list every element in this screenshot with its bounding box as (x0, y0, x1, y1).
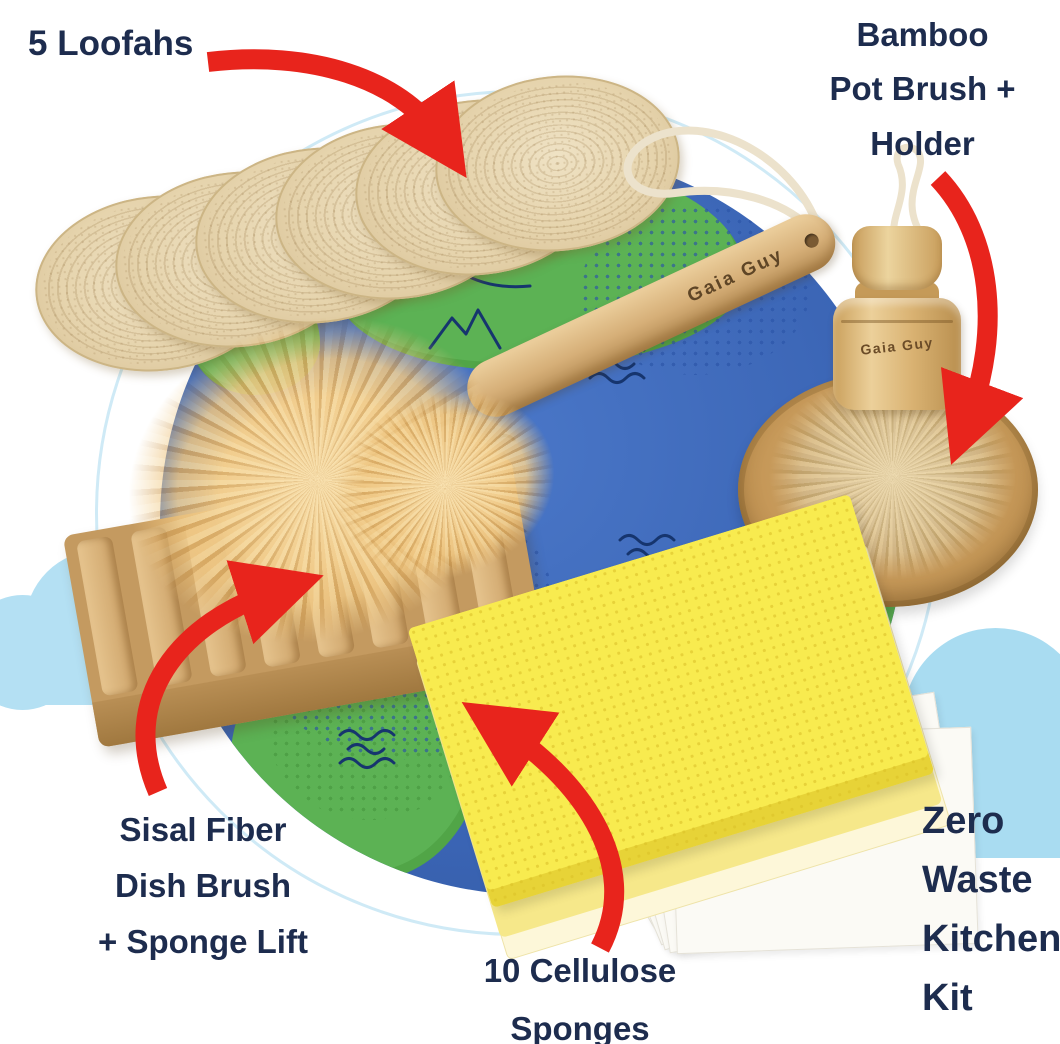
arrow-to-pot-brush (930, 171, 1024, 465)
label-text: Pot Brush + (829, 70, 1016, 108)
kit-title-line: Zero (922, 800, 1005, 842)
arrow-to-loofahs (206, 49, 467, 178)
label-text: Dish Brush (114, 867, 292, 905)
kit-title-line: Kitchen (922, 917, 1060, 960)
rope-loop-icon (890, 143, 929, 265)
label-text: Bamboo (856, 16, 989, 53)
label-kit-title: Zero Waste Kitchen Kit (922, 792, 1060, 1028)
arrow-to-dish-brush (135, 560, 324, 796)
label-text: + Sponge Lift (98, 923, 308, 961)
arrow-to-sponges (461, 701, 625, 953)
label-text: 5 Loofahs (28, 24, 194, 63)
kit-title-line: Waste (922, 858, 1033, 901)
label-text: Sponges (510, 1009, 650, 1044)
label-pot-brush: Bamboo Pot Brush + Holder (795, 8, 1050, 171)
label-sponges: 10 Cellulose Sponges (430, 942, 730, 1044)
pot-brush-knob (852, 226, 942, 290)
pot-brush-body: Gaia Guy (833, 298, 961, 410)
label-text: 10 Cellulose (483, 952, 677, 989)
label-loofahs: 5 Loofahs (28, 24, 193, 64)
label-dish-brush: Sisal Fiber Dish Brush + Sponge Lift (48, 802, 358, 970)
kit-title-line: Kit (922, 976, 973, 1019)
label-text: Holder (870, 124, 975, 162)
label-text: Sisal Fiber (119, 811, 287, 848)
